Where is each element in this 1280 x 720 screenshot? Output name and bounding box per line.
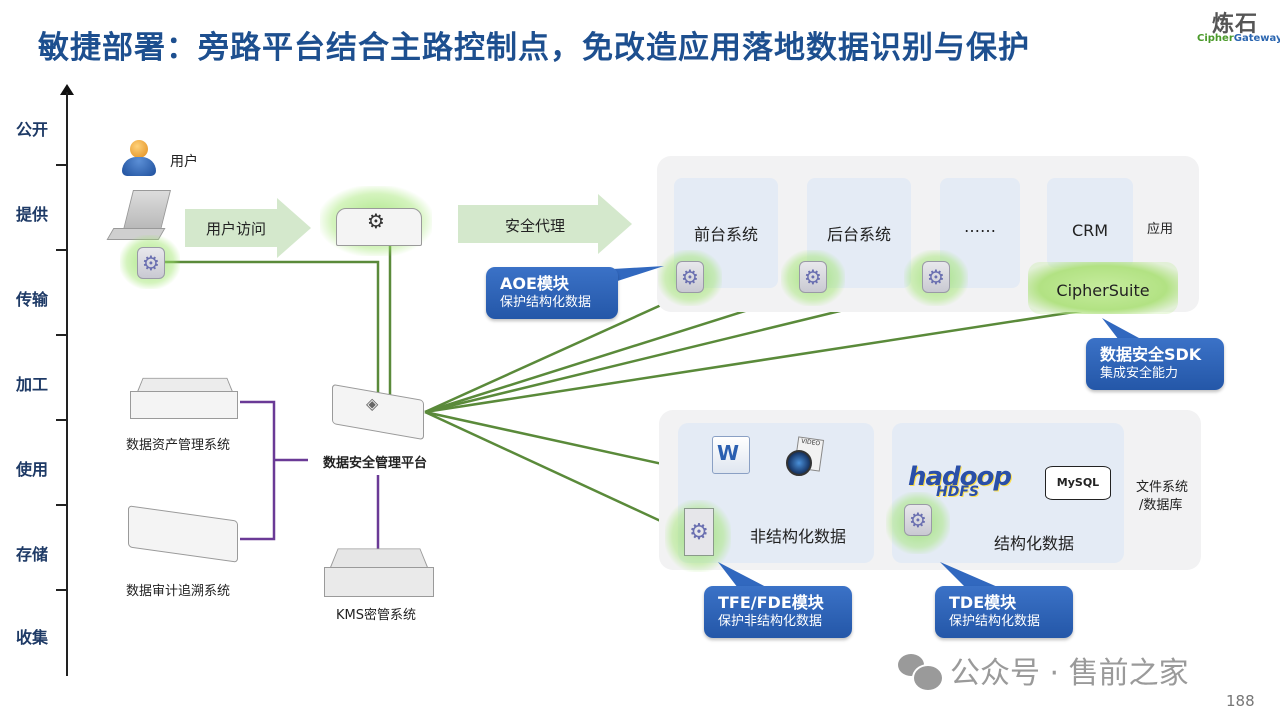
tfe-subtitle: 保护非结构化数据: [718, 614, 823, 629]
logo-en: CipherGateway: [1197, 33, 1280, 44]
platform-appliance: ◈: [332, 383, 424, 442]
laptop-icon: [106, 190, 171, 240]
tde-callout-pointer: [940, 562, 1000, 588]
axis-label-collect: 收集: [15, 628, 48, 647]
sdk-callout-pointer: [1102, 318, 1150, 344]
asset-mgmt-appliance: [130, 377, 238, 419]
sdk-title: 数据安全SDK: [1100, 345, 1202, 364]
line-platform-to-back: [424, 290, 806, 414]
mysql-db-icon: MySQL: [1045, 466, 1111, 500]
page-number: 188: [1226, 692, 1255, 710]
app-layer-label: 应用: [1147, 222, 1174, 237]
hdfs-logo: HDFS: [936, 484, 979, 500]
line-platform-to-unstructured: [424, 410, 681, 532]
sdk-callout: 数据安全SDK 集成安全能力: [1086, 338, 1224, 390]
gear-agent-icon: ⚙: [137, 247, 165, 279]
axis-label-transmit: 传输: [15, 290, 48, 309]
word-icon-letter: W: [717, 441, 740, 465]
line-platform-to-sdk: [424, 306, 1101, 414]
back-agent-gear-icon: ⚙: [799, 261, 827, 293]
tde-title: TDE模块: [949, 593, 1017, 612]
proxy-appliance: ⚙: [336, 208, 422, 246]
line-asset-to-platform: [240, 400, 276, 541]
lifecycle-axis: [66, 92, 68, 676]
tde-agent-gear-icon: ⚙: [904, 504, 932, 536]
app-label-front: 前台系统: [693, 225, 758, 244]
structured-label: 结构化数据: [994, 534, 1075, 553]
file-gear-icon: ⚙: [684, 508, 714, 556]
logo-en-part2: Gateway: [1233, 33, 1280, 44]
page-title: 敏捷部署：旁路平台结合主路控制点，免改造应用落地数据识别与保护: [38, 30, 1030, 66]
axis-tick: [56, 504, 68, 506]
watermark-text: 公众号 · 售前之家: [950, 656, 1189, 691]
user-access-label: 用户访问: [206, 220, 267, 238]
up-arrow-icon: [60, 84, 74, 95]
aoe-title: AOE模块: [500, 274, 569, 293]
app-card-crm: [1047, 178, 1133, 268]
axis-tick: [56, 419, 68, 421]
kms-appliance: [324, 547, 434, 597]
gear-icon: ⚙: [367, 209, 385, 233]
layers-icon: ◈: [366, 394, 379, 413]
tfe-callout: TFE/FDE模块 保护非结构化数据: [704, 586, 852, 638]
security-proxy-label: 安全代理: [505, 217, 566, 235]
axis-tick: [56, 334, 68, 336]
security-proxy-arrow-head: [598, 194, 632, 254]
axis-label-public: 公开: [15, 120, 48, 139]
security-proxy-arrow: [458, 205, 598, 243]
line-platform-to-front: [424, 290, 691, 414]
user-avatar-icon: [122, 140, 156, 176]
ciphersuite-box: [1028, 262, 1178, 314]
aoe-subtitle: 保护结构化数据: [500, 295, 592, 310]
audit-appliance: [128, 503, 238, 563]
audit-label: 数据审计追溯系统: [126, 584, 231, 599]
tfe-title: TFE/FDE模块: [718, 593, 824, 612]
logo-en-part1: Cipher: [1197, 33, 1234, 44]
axis-label-store: 存储: [15, 545, 48, 564]
unstructured-label: 非结构化数据: [750, 527, 847, 546]
word-doc-icon: W: [712, 436, 750, 474]
axis-tick: [56, 589, 68, 591]
app-label-crm: CRM: [1071, 221, 1109, 240]
app-label-more: ……: [964, 217, 996, 236]
storage-layer-label-2: /数据库: [1139, 498, 1183, 513]
front-agent-gear-icon: ⚙: [676, 261, 704, 293]
axis-tick: [56, 164, 68, 166]
axis-label-provide: 提供: [15, 205, 48, 224]
platform-label: 数据安全管理平台: [323, 456, 428, 471]
logo-cn: 炼石: [1212, 12, 1259, 37]
tde-subtitle: 保护结构化数据: [949, 614, 1041, 629]
tde-callout: TDE模块 保护结构化数据: [935, 586, 1073, 638]
video-icon: VIDEO: [786, 436, 825, 476]
kms-label: KMS密管系统: [336, 608, 416, 623]
axis-label-use: 使用: [15, 460, 48, 479]
hadoop-logo: hadoop: [908, 462, 1012, 492]
tfe-callout-pointer: [718, 562, 768, 588]
asset-mgmt-label: 数据资产管理系统: [126, 438, 231, 453]
user-label: 用户: [170, 154, 198, 170]
wechat-icon: [898, 652, 944, 692]
aoe-callout: AOE模块 保护结构化数据: [486, 267, 618, 319]
user-access-arrow-head: [277, 198, 311, 258]
more-agent-gear-icon: ⚙: [922, 261, 950, 293]
axis-tick: [56, 249, 68, 251]
app-label-back: 后台系统: [826, 225, 891, 244]
ciphersuite-label: CipherSuite: [1056, 281, 1150, 300]
storage-layer-label-1: 文件系统: [1136, 480, 1189, 495]
line-laptop-to-platform: [165, 260, 380, 395]
line-platform-to-third: [424, 290, 919, 414]
axis-label-process: 加工: [15, 375, 48, 394]
sdk-subtitle: 集成安全能力: [1100, 366, 1179, 381]
user-access-arrow: [185, 209, 277, 247]
